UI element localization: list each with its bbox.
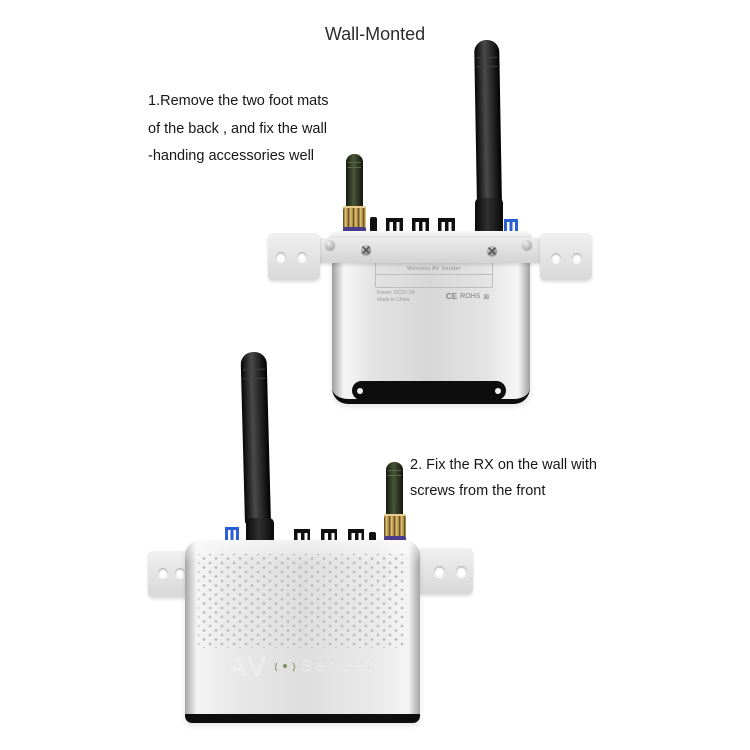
bracket-screw	[522, 240, 532, 250]
wifi-antenna-back-view	[346, 154, 363, 210]
wall-bracket-left-tab	[268, 233, 320, 280]
mounting-hole	[158, 568, 168, 578]
antenna-ring-lines	[388, 470, 401, 476]
spec-text: Power: DC5V 2A Made in China	[377, 290, 415, 304]
power-connector-blue	[225, 527, 239, 544]
step1-line2: of the back , and fix the wall	[148, 120, 327, 137]
wall-bracket-bar	[296, 238, 564, 263]
wall-bracket-right-tab-front	[417, 548, 473, 594]
main-antenna-back-view	[474, 39, 502, 207]
rohs-mark: ROHS	[460, 293, 481, 300]
rubber-foot-strip	[352, 381, 506, 400]
spec-label-box: Wireless AV Sender	[375, 262, 493, 288]
step1-line3: -handing accessories well	[148, 148, 315, 164]
brand-av-text: AV	[228, 650, 269, 681]
instruction-step-1: 1.Remove the two foot mats of the back ,…	[148, 88, 329, 171]
speaker-perforation-pattern	[198, 554, 407, 648]
step2-line2: screws from the front	[410, 483, 546, 499]
mounting-hole	[297, 252, 307, 262]
main-antenna-base	[475, 198, 503, 236]
antenna-ring-lines	[348, 162, 361, 168]
small-port	[369, 532, 376, 544]
main-antenna-front-view	[240, 351, 271, 525]
brand-label: AV Sender	[185, 650, 420, 682]
step2-line1: 2. Fix the RX on the wall with	[410, 457, 597, 473]
mounting-hole	[434, 566, 445, 577]
mounting-hole	[572, 253, 582, 263]
wireless-signal-icon	[274, 659, 295, 673]
signal-dot	[282, 664, 287, 668]
main-antenna-base	[246, 518, 274, 544]
spec-label-title: Wireless AV Sender	[376, 263, 492, 275]
sma-connector-gold	[384, 514, 406, 538]
weee-bin-icon: ⊠	[483, 293, 490, 301]
instruction-step-2: 2. Fix the RX on the wall with screws fr…	[410, 452, 597, 504]
mounting-hole	[551, 253, 561, 263]
spec-power: Power: DC5V 2A	[377, 290, 415, 296]
mounting-hole	[456, 566, 467, 577]
ce-mark-icon: CE	[446, 292, 458, 301]
bracket-screw	[325, 240, 335, 250]
antenna-ring-lines	[476, 56, 498, 68]
mounting-hole	[175, 568, 185, 578]
bracket-screw	[361, 245, 371, 255]
step1-line1: 1.Remove the two foot mats	[148, 93, 329, 109]
brand-sender-text: Sender	[300, 657, 377, 674]
sma-connector-ring	[343, 227, 366, 234]
device-back-panel	[332, 240, 530, 404]
page-title: Wall-Monted	[324, 24, 426, 44]
mounting-hole	[276, 252, 286, 262]
small-port	[370, 217, 377, 233]
antenna-ring-lines	[242, 368, 266, 380]
wall-bracket-right-tab	[540, 233, 592, 280]
wifi-antenna-front-view	[386, 462, 403, 518]
certification-marks: CE ROHS ⊠	[446, 292, 489, 301]
sma-connector-gold	[343, 206, 366, 229]
sma-connector-ring	[384, 536, 406, 542]
wall-bracket-left-tab-front	[148, 551, 192, 597]
spec-origin: Made in China	[377, 297, 410, 303]
bracket-screw	[487, 246, 497, 256]
